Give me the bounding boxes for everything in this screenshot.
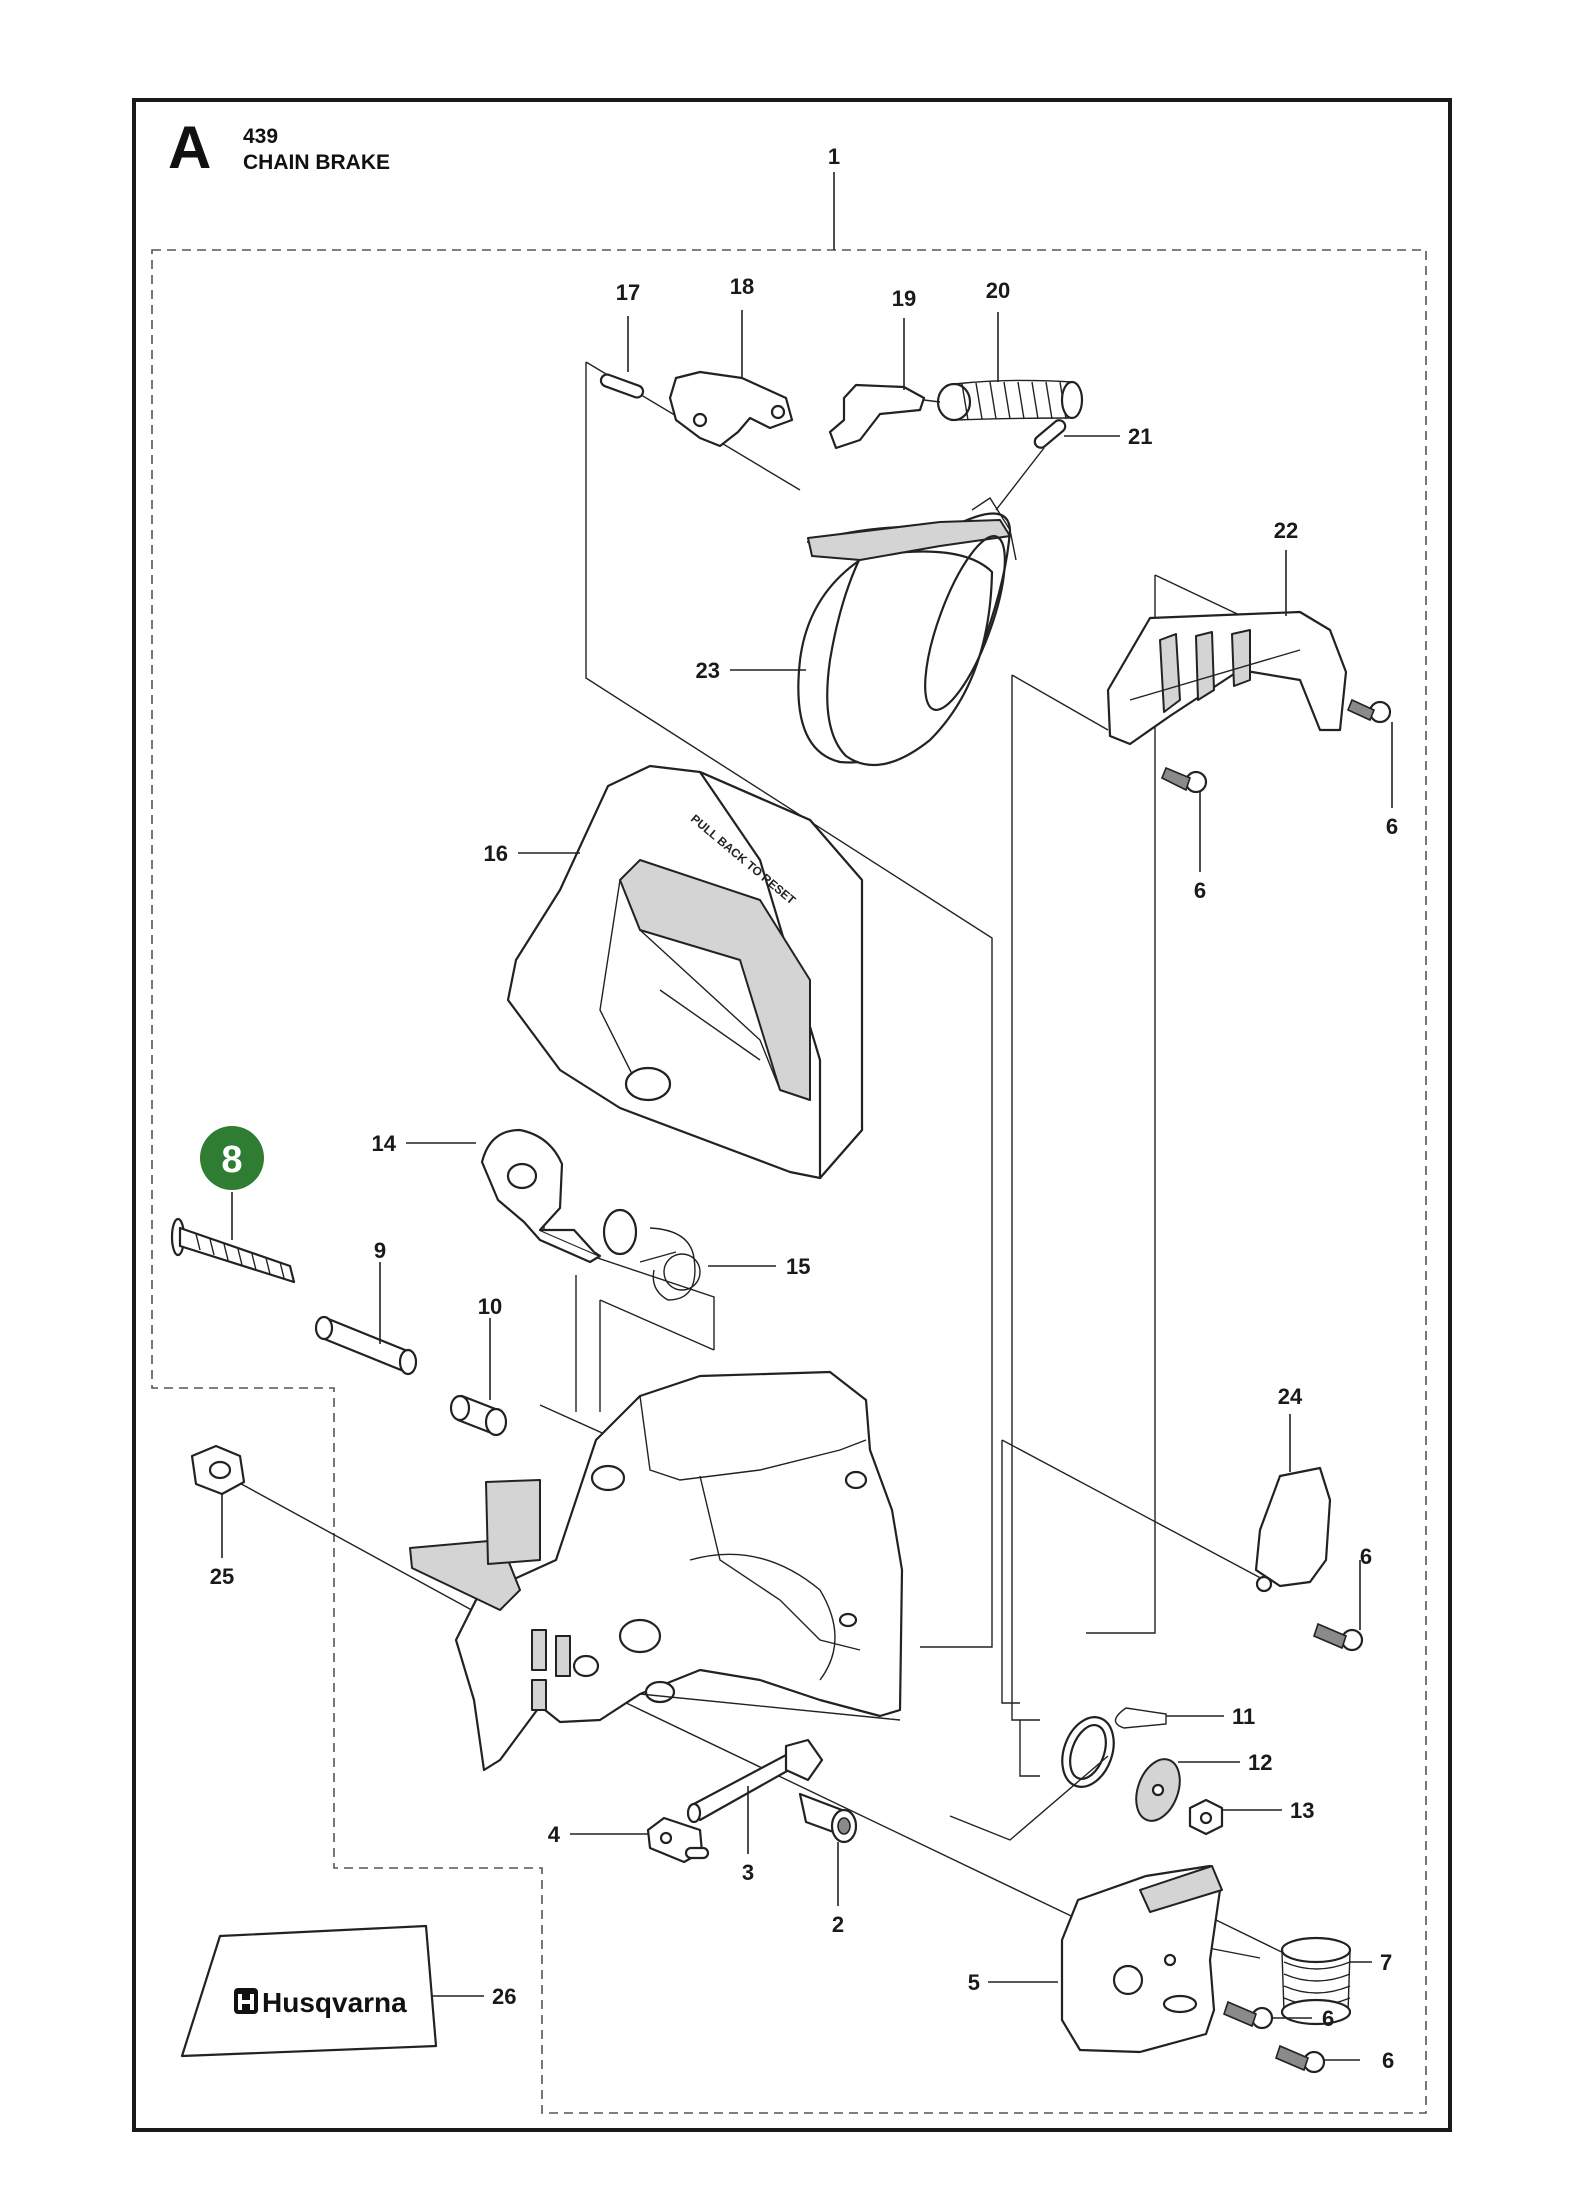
part-2-bushing xyxy=(798,1792,858,1844)
section-title: CHAIN BRAKE xyxy=(243,151,390,174)
callout-11: 11 xyxy=(1232,1704,1255,1729)
part-6-screw-c xyxy=(1313,1622,1364,1652)
part-13-nut xyxy=(1188,1798,1224,1836)
callout-14: 14 xyxy=(372,1131,397,1156)
part-16-hand-guard: PULL BACK TO RESET xyxy=(506,764,864,1180)
callout-13: 13 xyxy=(1290,1798,1314,1823)
part-8-bolt xyxy=(170,1217,296,1284)
section-letter: A xyxy=(168,114,212,181)
callout-10: 10 xyxy=(478,1294,502,1319)
part-6-screw-a xyxy=(1346,698,1392,724)
part-24-lever-cover xyxy=(1254,1466,1332,1593)
callout-16: 16 xyxy=(484,841,508,866)
callout-5: 5 xyxy=(968,1970,980,1995)
callout-9: 9 xyxy=(374,1238,386,1263)
highlight-badge-label: 8 xyxy=(221,1139,242,1181)
callout-12: 12 xyxy=(1248,1750,1272,1775)
projection-lines xyxy=(233,361,1299,1961)
part-25-nut xyxy=(190,1444,246,1496)
callout-3: 3 xyxy=(742,1860,754,1885)
part-5-guide-plate xyxy=(1060,1864,1223,2054)
part-20-spring xyxy=(923,379,1084,422)
highlight-badge-circle xyxy=(200,1126,264,1190)
callout-24: 24 xyxy=(1278,1384,1303,1409)
part-26-decal: Husqvarna xyxy=(180,1924,438,2058)
part-1-brake-housing xyxy=(409,1370,904,1772)
part-11-spring-clip xyxy=(1114,1707,1167,1729)
part-10-bushing xyxy=(449,1394,508,1437)
part-22-guard-bar xyxy=(1106,610,1348,746)
callout-6-a: 6 xyxy=(1386,814,1398,839)
decal-logo-text: Husqvarna xyxy=(262,1987,407,2018)
part-21-pin xyxy=(1033,419,1067,449)
callout-21: 21 xyxy=(1128,424,1152,449)
part-7-spring xyxy=(1280,1936,1352,2026)
callout-20: 20 xyxy=(986,278,1010,303)
callout-6-e: 6 xyxy=(1382,2048,1394,2073)
callout-1: 1 xyxy=(828,144,840,169)
callout-17: 17 xyxy=(616,280,640,305)
part-18-brake-lever xyxy=(668,370,794,448)
model-number: 439 xyxy=(243,125,279,148)
page-frame xyxy=(132,98,1452,2132)
callout-7: 7 xyxy=(1380,1950,1392,1975)
part-9-sleeve xyxy=(314,1315,418,1376)
callout-23: 23 xyxy=(696,658,720,683)
callout-15: 15 xyxy=(786,1254,810,1279)
highlight-badge-8[interactable]: 8 xyxy=(200,1126,264,1190)
callout-18: 18 xyxy=(730,274,754,299)
callout-6-c: 6 xyxy=(1360,1544,1372,1569)
callout-labels: 1 2 3 4 5 6 6 6 6 6 6 7 9 10 11 12 13 14… xyxy=(210,144,1398,2073)
part-23-brake-band xyxy=(797,497,1017,767)
part-15-torsion-spring xyxy=(602,1208,701,1301)
part-14-lever-arm xyxy=(480,1128,602,1264)
assembly-1-boundary xyxy=(151,249,1427,2114)
part-4-retainer xyxy=(646,1816,710,1864)
callout-6-b: 6 xyxy=(1194,878,1206,903)
part-12-washer xyxy=(949,1716,1181,1841)
callout-22: 22 xyxy=(1274,518,1298,543)
callout-19: 19 xyxy=(892,286,916,311)
part-6-screw-d xyxy=(1223,2000,1274,2030)
part-6-screw-b xyxy=(1160,766,1208,794)
part-17-pin xyxy=(599,373,645,399)
callout-2: 2 xyxy=(832,1912,844,1937)
part-3-pin xyxy=(686,1738,824,1824)
part-19-trigger xyxy=(828,383,926,450)
callout-26: 26 xyxy=(492,1984,516,2009)
part-6-screw-e xyxy=(1275,2044,1326,2074)
callout-4: 4 xyxy=(548,1822,561,1847)
callout-25: 25 xyxy=(210,1564,234,1589)
callout-6-d: 6 xyxy=(1322,2006,1334,2031)
